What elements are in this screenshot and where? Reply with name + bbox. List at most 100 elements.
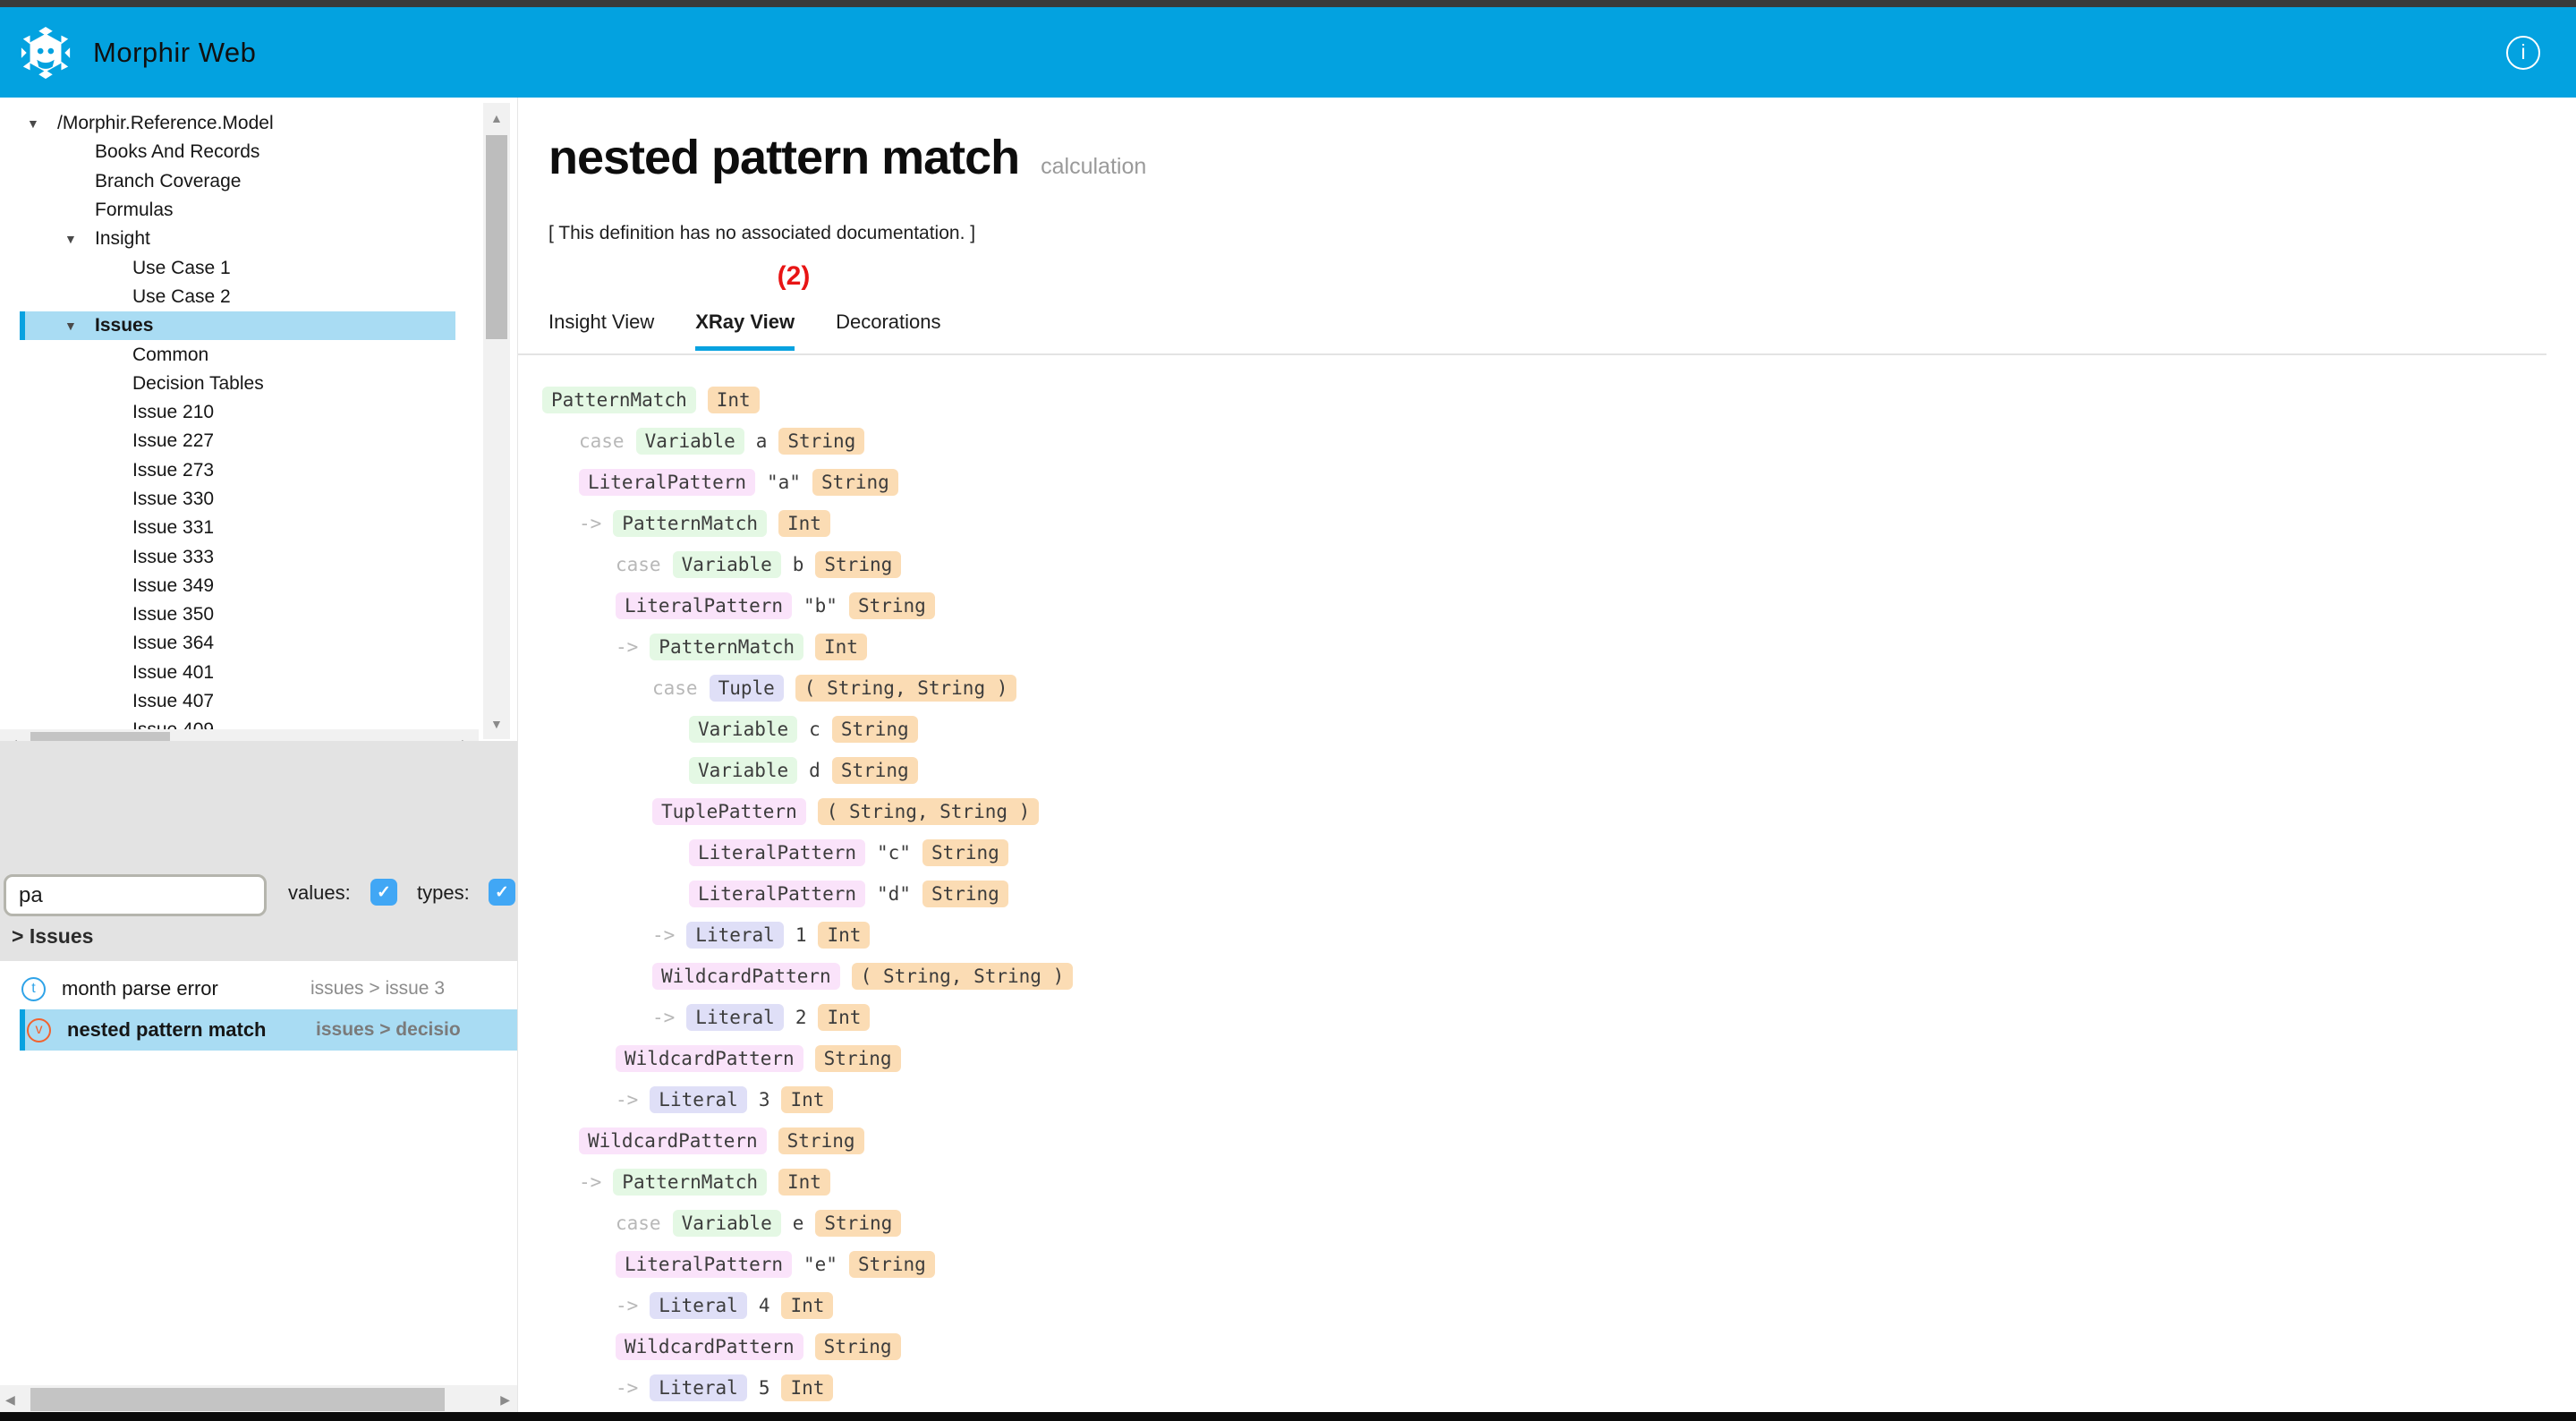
xray-badge-string[interactable]: String (922, 839, 1008, 866)
tree-item-issue-349[interactable]: Issue 349 (0, 572, 517, 600)
xray-badge-int[interactable]: Int (778, 510, 830, 537)
xray-badge-string[interactable]: String (814, 1045, 901, 1072)
tree-horizontal-scrollbar-thumb[interactable] (30, 732, 170, 741)
scroll-left-arrow-icon[interactable]: ◀ (7, 737, 17, 741)
tree-vertical-scrollbar[interactable]: ▲ ▼ (483, 103, 510, 739)
scroll-left-arrow-icon[interactable]: ◀ (5, 1392, 15, 1407)
xray-badge-string[interactable]: String (831, 716, 918, 743)
tab-xray-view[interactable]: XRay View (695, 311, 795, 351)
xray-badge-wildcardpattern[interactable]: WildcardPattern (652, 963, 840, 990)
xray-badge-tuple[interactable]: Tuple (709, 675, 784, 702)
tree-item-label: Decision Tables (132, 372, 264, 394)
scroll-right-arrow-icon[interactable]: ▶ (462, 737, 472, 741)
xray-badge-wildcardpattern[interactable]: WildcardPattern (579, 1127, 767, 1154)
xray-badge-string-string[interactable]: ( String, String ) (851, 963, 1074, 990)
xray-badge-int[interactable]: Int (818, 922, 871, 949)
xray-badge-string[interactable]: String (778, 1127, 864, 1154)
sidebar-horizontal-scrollbar[interactable]: ◀ ▶ (0, 1385, 517, 1414)
xray-badge-int[interactable]: Int (707, 387, 760, 413)
xray-badge-literal[interactable]: Literal (650, 1086, 747, 1113)
tree-item-issue-331[interactable]: Issue 331 (0, 514, 517, 542)
tree-vertical-scrollbar-thumb[interactable] (486, 135, 507, 339)
tree-item-issue-330[interactable]: Issue 330 (0, 485, 517, 514)
xray-badge-literal[interactable]: Literal (686, 922, 784, 949)
xray-badge-patternmatch[interactable]: PatternMatch (613, 1169, 768, 1196)
xray-badge-int[interactable]: Int (815, 634, 867, 660)
xray-badge-literal[interactable]: Literal (650, 1292, 747, 1319)
tree-item-label: Use Case 2 (132, 285, 231, 307)
tree-item-issue-350[interactable]: Issue 350 (0, 600, 517, 629)
search-results-breadcrumb[interactable]: > Issues (12, 924, 94, 948)
xray-badge-string[interactable]: String (848, 1251, 935, 1278)
tree-horizontal-scrollbar[interactable]: ◀ ▶ (0, 729, 479, 741)
xray-badge-tuplepattern[interactable]: TuplePattern (652, 798, 806, 825)
xray-badge-literalpattern[interactable]: LiteralPattern (616, 1251, 793, 1278)
tree-item-use-case-1[interactable]: Use Case 1 (0, 253, 517, 282)
caret-down-icon[interactable]: ▼ (27, 116, 39, 132)
tree-item-common[interactable]: Common (0, 340, 517, 369)
xray-badge-literalpattern[interactable]: LiteralPattern (689, 839, 866, 866)
xray-badge-string[interactable]: String (831, 757, 918, 784)
tree-item-insight[interactable]: ▼Insight (0, 225, 517, 253)
xray-badge-int[interactable]: Int (778, 1169, 830, 1196)
tab-insight-view[interactable]: Insight View (548, 311, 655, 333)
tree-item-use-case-2[interactable]: Use Case 2 (0, 283, 517, 311)
sidebar-horizontal-scrollbar-thumb[interactable] (30, 1388, 445, 1411)
xray-badge-string-string[interactable]: ( String, String ) (817, 798, 1040, 825)
xray-badge-patternmatch[interactable]: PatternMatch (613, 510, 768, 537)
caret-down-icon[interactable]: ▼ (64, 319, 77, 334)
xray-badge-string[interactable]: String (922, 881, 1008, 907)
tree-item-branch-coverage[interactable]: Branch Coverage (0, 167, 517, 196)
types-checkbox[interactable]: ✓ (489, 879, 515, 906)
scroll-down-arrow-icon[interactable]: ▼ (490, 717, 503, 731)
xray-badge-patternmatch[interactable]: PatternMatch (650, 634, 804, 660)
xray-badge-string[interactable]: String (815, 1210, 902, 1237)
xray-badge-wildcardpattern[interactable]: WildcardPattern (616, 1333, 803, 1360)
tree-item-issue-401[interactable]: Issue 401 (0, 659, 517, 687)
xray-badge-literalpattern[interactable]: LiteralPattern (579, 469, 756, 496)
scroll-up-arrow-icon[interactable]: ▲ (490, 111, 503, 125)
tree-item-morphir-reference-model[interactable]: ▼/Morphir.Reference.Model (0, 109, 517, 138)
xray-badge-variable[interactable]: Variable (635, 428, 744, 455)
xray-badge-variable[interactable]: Variable (672, 551, 781, 578)
xray-badge-string[interactable]: String (815, 551, 902, 578)
tree-item-books-and-records[interactable]: Books And Records (0, 138, 517, 166)
tree-item-issue-273[interactable]: Issue 273 (0, 456, 517, 485)
tree-item-decision-tables[interactable]: Decision Tables (0, 370, 517, 398)
xray-badge-literal[interactable]: Literal (686, 1004, 784, 1031)
values-checkbox[interactable]: ✓ (370, 879, 397, 906)
xray-badge-string-string[interactable]: ( String, String ) (795, 675, 1017, 702)
xray-badge-string[interactable]: String (814, 1333, 901, 1360)
tree-item-issue-210[interactable]: Issue 210 (0, 398, 517, 427)
search-input[interactable] (4, 874, 267, 916)
scroll-right-arrow-icon[interactable]: ▶ (500, 1392, 510, 1407)
xray-badge-string[interactable]: String (778, 428, 865, 455)
xray-badge-string[interactable]: String (812, 469, 898, 496)
tree-item-issue-227[interactable]: Issue 227 (0, 427, 517, 455)
tab-decorations[interactable]: Decorations (836, 311, 941, 333)
xray-badge-int[interactable]: Int (818, 1004, 871, 1031)
xray-badge-int[interactable]: Int (781, 1086, 834, 1113)
tree-item-issues[interactable]: ▼Issues (20, 311, 455, 341)
xray-badge-patternmatch[interactable]: PatternMatch (542, 387, 696, 413)
xray-badge-literalpattern[interactable]: LiteralPattern (616, 592, 793, 619)
tree-item-label: Issue 330 (132, 489, 215, 509)
xray-badge-literal[interactable]: Literal (650, 1374, 747, 1401)
tree-item-issue-333[interactable]: Issue 333 (0, 542, 517, 571)
xray-badge-variable[interactable]: Variable (672, 1210, 781, 1237)
tree-item-issue-364[interactable]: Issue 364 (0, 629, 517, 658)
xray-badge-wildcardpattern[interactable]: WildcardPattern (616, 1045, 803, 1072)
value-icon: v (27, 1017, 51, 1042)
caret-down-icon[interactable]: ▼ (64, 232, 77, 247)
xray-badge-int[interactable]: Int (781, 1374, 834, 1401)
info-icon[interactable]: i (2506, 35, 2540, 70)
tree-item-formulas[interactable]: Formulas (0, 196, 517, 225)
xray-badge-int[interactable]: Int (781, 1292, 834, 1319)
xray-badge-string[interactable]: String (848, 592, 935, 619)
xray-badge-literalpattern[interactable]: LiteralPattern (689, 881, 866, 907)
tree-item-issue-407[interactable]: Issue 407 (0, 687, 517, 716)
xray-badge-variable[interactable]: Variable (689, 757, 798, 784)
xray-badge-variable[interactable]: Variable (689, 716, 798, 743)
